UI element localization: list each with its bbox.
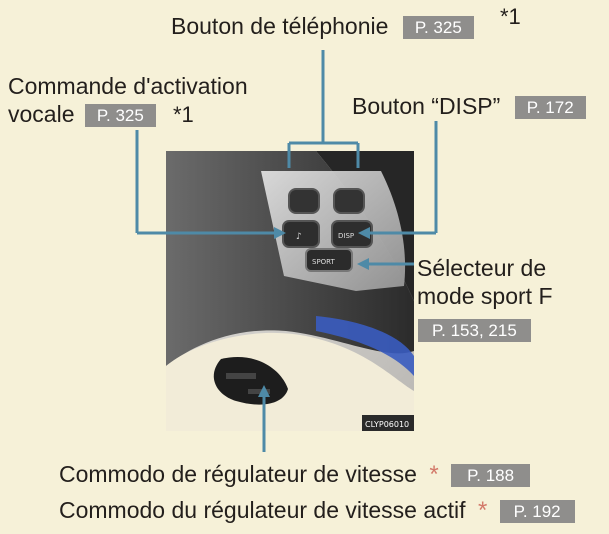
adaptive-cruise-asterisk: * [477, 497, 488, 524]
voice-command-line2: vocale [8, 101, 75, 127]
sport-mode-line2: mode sport F [417, 283, 553, 309]
cruise-control-text: Commodo de régulateur de vitesse [59, 461, 417, 487]
svg-text:SPORT: SPORT [312, 258, 336, 266]
adaptive-cruise-page-ref[interactable]: P. 192 [499, 500, 575, 524]
sport-icon [305, 248, 353, 272]
steering-wheel-image: ♪ DISP SPORT CLYP06010 [166, 151, 414, 431]
cruise-control-asterisk: * [429, 461, 439, 488]
phone-button-note-text: *1 [500, 4, 521, 29]
cruise-control-label: Commodo de régulateur de vitesse * P. 18… [59, 460, 531, 489]
voice-command-note-text: *1 [173, 102, 194, 127]
photo-code: CLYP06010 [365, 420, 409, 429]
phone-button-label: Bouton de téléphonie P. 325 [171, 12, 474, 40]
voice-command-note: *1 [173, 102, 194, 128]
sport-mode-label: Sélecteur de mode sport F [417, 254, 553, 310]
voice-command-label: Commande d'activation vocale P. 325 [8, 72, 248, 128]
voice-command-line1: Commande d'activation [8, 73, 248, 99]
sport-mode-page-ref[interactable]: P. 153, 215 [418, 319, 531, 342]
disp-button-page-ref[interactable]: P. 172 [514, 96, 586, 120]
disp-button-label: Bouton “DISP” P. 172 [352, 92, 586, 120]
sport-mode-page-wrap: P. 153, 215 [418, 319, 531, 342]
voice-command-page-ref[interactable]: P. 325 [84, 104, 156, 128]
svg-text:DISP: DISP [338, 232, 354, 240]
steering-wheel-photo: ♪ DISP SPORT CLYP06010 [166, 151, 414, 431]
phone-icon [288, 188, 320, 214]
disp-button-text: Bouton “DISP” [352, 93, 501, 119]
phone-button-note: *1 [500, 4, 521, 30]
sport-mode-line1: Sélecteur de [417, 255, 547, 281]
cruise-control-page-ref[interactable]: P. 188 [451, 464, 531, 488]
adaptive-cruise-text: Commodo du régulateur de vitesse actif [59, 497, 466, 523]
adaptive-cruise-label: Commodo du régulateur de vitesse actif *… [59, 496, 575, 525]
phone-button-page-ref[interactable]: P. 325 [402, 16, 474, 40]
svg-text:♪: ♪ [296, 232, 302, 242]
phone-button-text: Bouton de téléphonie [171, 13, 389, 39]
